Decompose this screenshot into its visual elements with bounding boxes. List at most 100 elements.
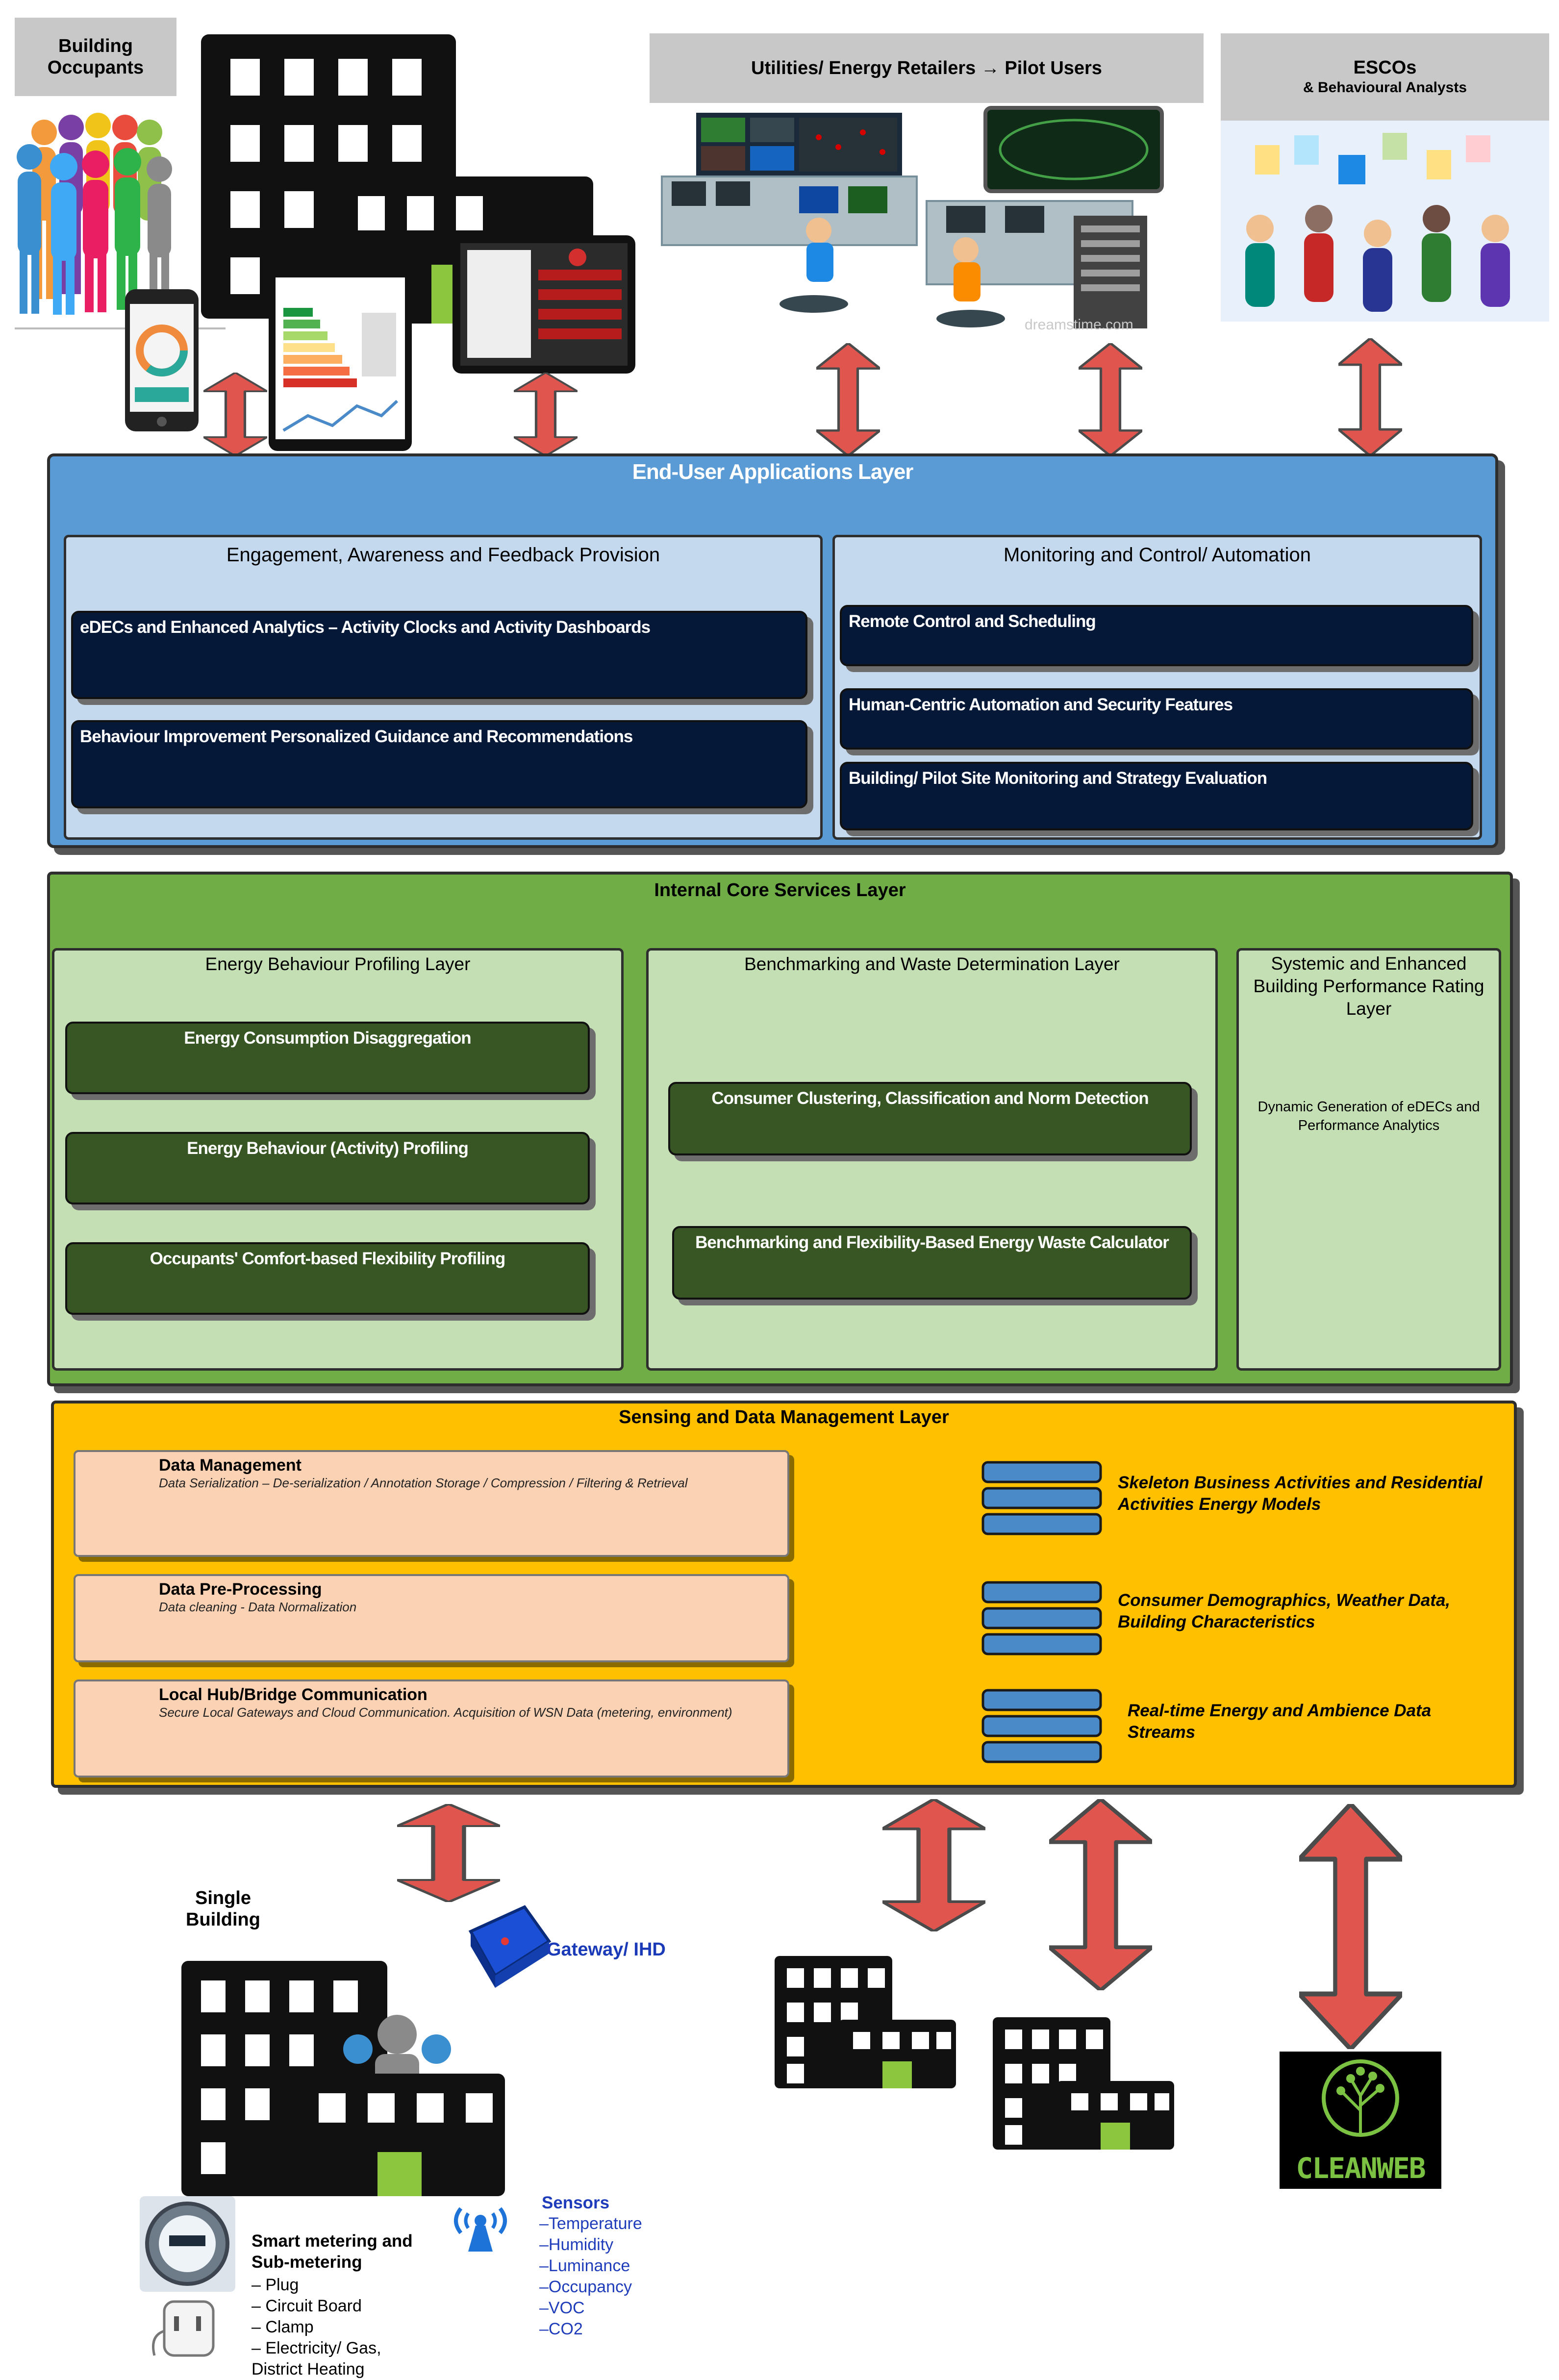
box-label: Consumer Clustering, Classification and … — [711, 1089, 1149, 1108]
bidirectional-arrow — [203, 373, 267, 456]
sensor-item: –CO2 — [539, 2320, 583, 2338]
layer-title: Internal Core Services Layer — [654, 880, 906, 901]
cleanweb-text: CLEANWEB — [1296, 2152, 1426, 2185]
flexibility-profiling-box: Occupants' Comfort-based Flexibility Pro… — [65, 1242, 590, 1315]
sensor-item: –VOC — [539, 2299, 585, 2317]
behaviour-profiling-box: Energy Behaviour (Activity) Profiling — [65, 1132, 590, 1204]
systemic-rating-panel: Systemic and Enhanced Building Performan… — [1236, 948, 1501, 1371]
data-management-box: Data Management Data Serialization – De-… — [74, 1450, 789, 1557]
smart-meter-icon — [140, 2196, 235, 2292]
bidirectional-arrow — [1079, 343, 1142, 456]
metering-title: Smart metering and Sub-metering — [251, 2231, 413, 2272]
box-description: Secure Local Gateways and Cloud Communic… — [159, 1705, 732, 1720]
data-preprocessing-box: Data Pre-Processing Data cleaning - Data… — [74, 1574, 789, 1662]
metering-item: – Circuit Board — [251, 2297, 362, 2315]
metering-list: – Plug – Circuit Board – Clamp – Electri… — [251, 2275, 428, 2380]
database-icon — [981, 1461, 1102, 1535]
control-room-image: dreamstime.com — [652, 103, 1201, 333]
team-meeting-image — [1221, 121, 1549, 322]
box-title: Local Hub/Bridge Communication — [159, 1685, 427, 1704]
layer-title: Sensing and Data Management Layer — [619, 1407, 949, 1428]
box-description: Data cleaning - Data Normalization — [159, 1600, 357, 1614]
cleanweb-logo: CLEANWEB — [1280, 2052, 1441, 2189]
bidirectional-arrow — [397, 1804, 500, 1902]
engagement-panel: Engagement, Awareness and Feedback Provi… — [64, 535, 823, 840]
human-centric-automation-box: Human-Centric Automation and Security Fe… — [840, 688, 1473, 750]
sensors-title: Sensors — [542, 2193, 610, 2212]
people-group-icon — [17, 113, 172, 315]
internal-core-services-layer: Internal Core Services Layer Energy Beha… — [47, 872, 1513, 1386]
benchmarking-panel: Benchmarking and Waste Determination Lay… — [646, 948, 1218, 1371]
box-description: Data Serialization – De-serialization / … — [159, 1476, 688, 1490]
escos-title: ESCOs — [1353, 57, 1417, 78]
bidirectional-arrow — [816, 343, 880, 456]
panel-title: Systemic and Enhanced Building Performan… — [1253, 953, 1484, 1019]
energy-behaviour-profiling-panel: Energy Behaviour Profiling Layer Energy … — [52, 948, 624, 1371]
sensor-item: –Humidity — [539, 2235, 614, 2254]
box-title: Data Pre-Processing — [159, 1580, 322, 1599]
database-label: Real-time Energy and Ambience Data Strea… — [1128, 1701, 1432, 1742]
box-label: Behaviour Improvement Personalized Guida… — [80, 727, 633, 746]
building-icon — [993, 2017, 1174, 2150]
database-label: Consumer Demographics, Weather Data, Bui… — [1118, 1591, 1451, 1631]
remote-control-box: Remote Control and Scheduling — [840, 605, 1473, 666]
tablet-icon — [269, 269, 412, 451]
consumer-clustering-box: Consumer Clustering, Classification and … — [668, 1082, 1192, 1155]
monitoring-control-panel: Monitoring and Control/ Automation Remot… — [832, 535, 1482, 840]
systemic-description: Dynamic Generation of eDECs and Performa… — [1257, 1099, 1480, 1133]
database-icon — [981, 1581, 1102, 1655]
utilities-label: Utilities/ Energy Retailers → Pilot User… — [650, 33, 1204, 103]
sensor-item: –Luminance — [539, 2256, 630, 2275]
panel-title: Engagement, Awareness and Feedback Provi… — [226, 544, 660, 566]
end-user-applications-layer: End-User Applications Layer Engagement, … — [47, 453, 1498, 848]
panel-title: Monitoring and Control/ Automation — [1003, 544, 1311, 566]
tablet-icon — [453, 235, 635, 374]
database-icon — [981, 1689, 1102, 1763]
box-title: Data Management — [159, 1456, 302, 1475]
bidirectional-arrow — [1049, 1799, 1152, 1990]
local-hub-communication-box: Local Hub/Bridge Communication Secure Lo… — [74, 1679, 789, 1778]
box-label: Occupants' Comfort-based Flexibility Pro… — [150, 1249, 506, 1268]
layer-title: End-User Applications Layer — [632, 460, 914, 484]
sensor-item: –Temperature — [539, 2214, 642, 2233]
gateway-label: Gateway/ IHD — [547, 1939, 666, 1960]
bidirectional-arrow — [1299, 1804, 1402, 2049]
edecs-analytics-box: eDECs and Enhanced Analytics – Activity … — [71, 611, 807, 699]
metering-item: – Clamp — [251, 2318, 314, 2336]
bidirectional-arrow — [514, 373, 578, 456]
box-label: Energy Consumption Disaggregation — [184, 1028, 471, 1048]
site-monitoring-box: Building/ Pilot Site Monitoring and Stra… — [840, 762, 1473, 830]
box-label: eDECs and Enhanced Analytics – Activity … — [80, 618, 651, 637]
sensors-list: –Temperature –Humidity –Luminance –Occup… — [539, 2213, 642, 2340]
tree-icon — [1322, 2059, 1399, 2137]
box-label: Remote Control and Scheduling — [849, 612, 1096, 631]
box-label: Building/ Pilot Site Monitoring and Stra… — [849, 769, 1267, 788]
panel-title: Benchmarking and Waste Determination Lay… — [744, 954, 1120, 974]
box-label: Human-Centric Automation and Security Fe… — [849, 695, 1233, 714]
sensor-item: –Occupancy — [539, 2278, 632, 2296]
waste-calculator-box: Benchmarking and Flexibility-Based Energ… — [672, 1226, 1192, 1300]
building-icon — [181, 1961, 505, 2196]
gateway-device-icon — [468, 1905, 552, 1988]
sensor-antenna-icon — [454, 2207, 507, 2252]
divider-line — [15, 327, 226, 329]
bidirectional-arrow — [1338, 338, 1402, 456]
consumption-disaggregation-box: Energy Consumption Disaggregation — [65, 1022, 590, 1094]
sensing-data-management-layer: Sensing and Data Management Layer Data M… — [51, 1401, 1517, 1788]
single-building-label: Single Building — [186, 1888, 260, 1930]
plug-icon — [152, 2300, 215, 2357]
bidirectional-arrow — [882, 1799, 985, 1931]
smartphone-icon — [125, 289, 199, 431]
box-label: Benchmarking and Flexibility-Based Energ… — [695, 1233, 1169, 1252]
escos-label: ESCOs & Behavioural Analysts — [1221, 33, 1549, 121]
escos-subtitle: & Behavioural Analysts — [1303, 79, 1467, 96]
metering-item: – Electricity/ Gas, District Heating — [251, 2339, 381, 2379]
behaviour-guidance-box: Behaviour Improvement Personalized Guida… — [71, 720, 807, 808]
building-occupants-label: Building Occupants — [15, 18, 176, 96]
watermark: dreamstime.com — [1025, 317, 1133, 333]
building-icon — [775, 1956, 956, 2088]
box-label: Energy Behaviour (Activity) Profiling — [187, 1139, 469, 1158]
database-label: Skeleton Business Activities and Residen… — [1118, 1473, 1483, 1514]
panel-title: Energy Behaviour Profiling Layer — [205, 954, 471, 974]
metering-item: – Plug — [251, 2276, 299, 2294]
